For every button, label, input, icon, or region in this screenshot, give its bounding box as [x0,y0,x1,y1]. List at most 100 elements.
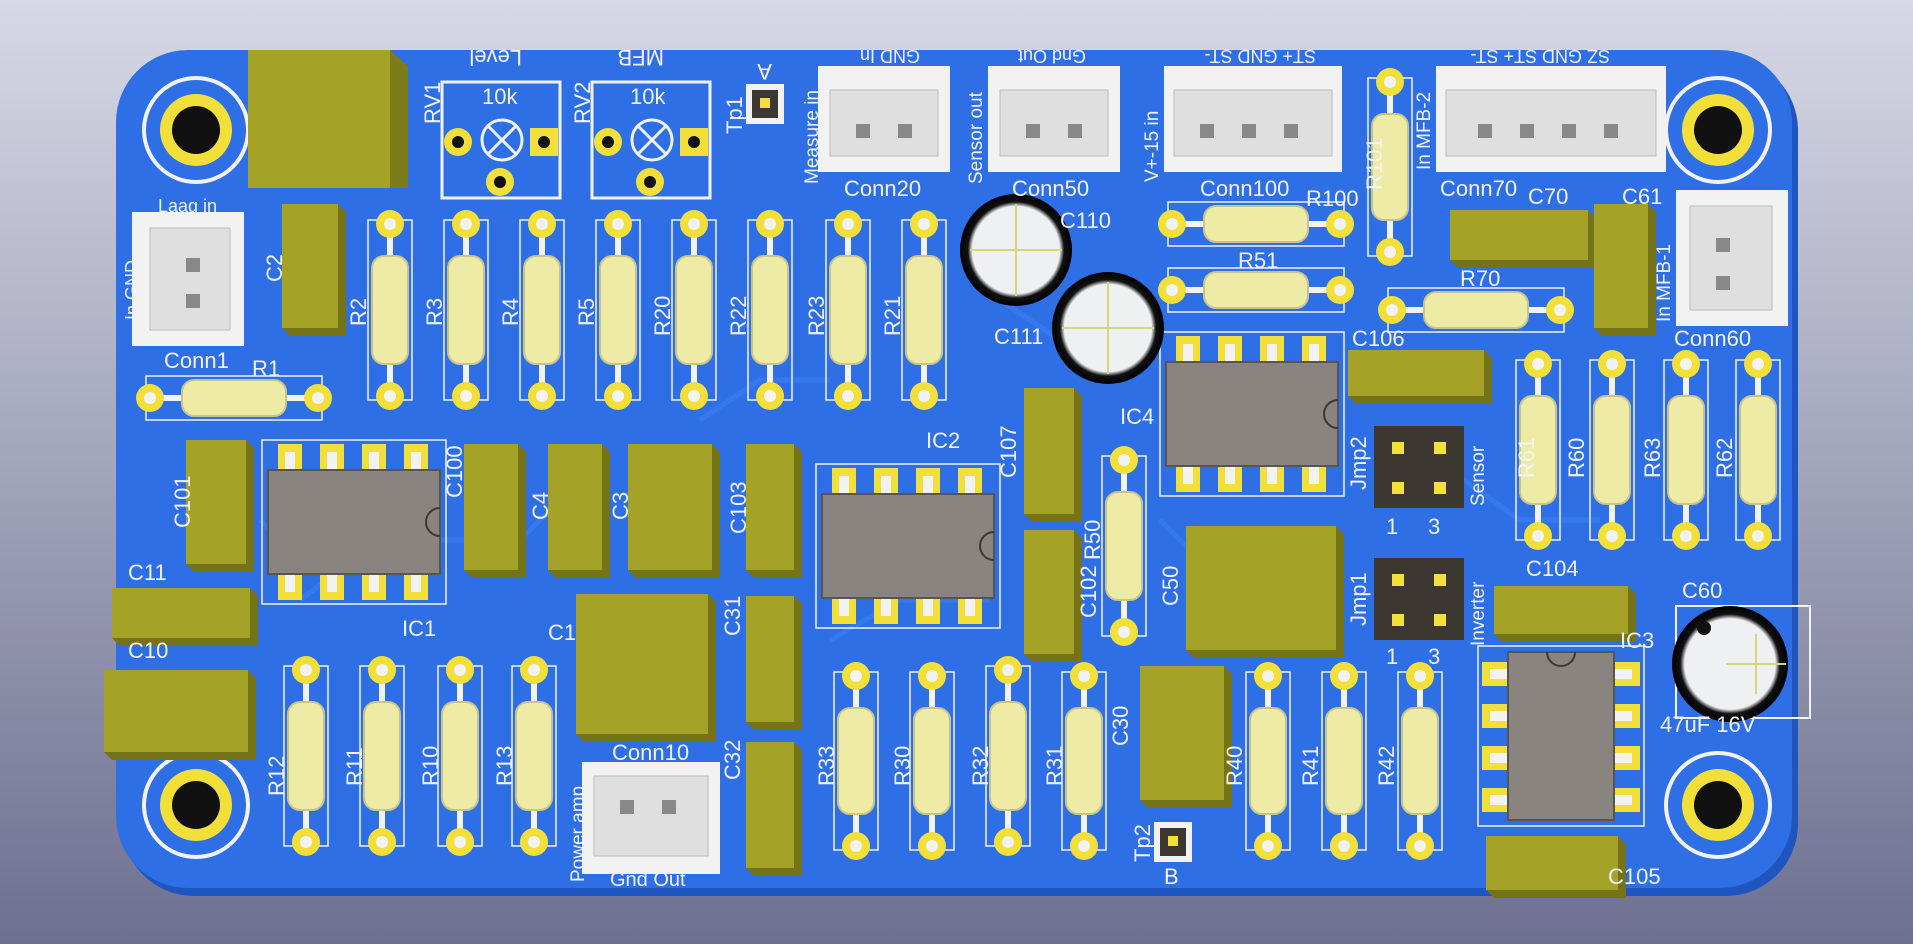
resistor-r61 [1515,350,1561,550]
capacitor-c104 [1494,586,1636,642]
label-conn20: Conn20 [844,176,921,201]
label-r23: R23 [804,296,829,336]
label-conn20-top: GND In [860,46,920,66]
test-points [746,84,1192,862]
capacitor-c50 [1186,526,1344,658]
connector-conn60 [1676,190,1788,326]
label-jmp2-pin3: 3 [1428,514,1440,539]
label-jmp2-side: Sensor [1468,445,1489,506]
label-jmp1: Jmp1 [1346,572,1371,626]
resistor-r20 [671,210,717,410]
label-r32: R32 [968,746,993,786]
capacitor-c106 [1348,350,1492,404]
label-c1: C1 [548,620,576,645]
label-ic1: IC1 [402,616,436,641]
jumper-headers [1374,426,1464,640]
label-conn70: Conn70 [1440,176,1517,201]
label-conn100: Conn100 [1200,176,1289,201]
connector-conn10 [582,762,720,874]
integrated-circuits [261,331,1645,827]
label-r13: R13 [492,746,517,786]
label-r1: R1 [252,356,280,381]
label-r2: R2 [346,298,371,326]
label-jmp1-side: Inverter [1468,581,1489,646]
resistor-r31 [1061,662,1107,860]
resistor-r51 [1158,267,1354,313]
capacitor-c102 [1024,530,1082,662]
ic-ic2 [815,463,1001,629]
resistor-r4 [519,210,565,410]
resistor-r101 [1367,68,1413,266]
label-c31: C31 [720,596,745,636]
label-c105: C105 [1608,864,1661,889]
label-r101: R101 [1362,137,1387,190]
label-c110: C110 [1060,208,1111,233]
resistor-r1 [136,375,332,421]
label-ic4: IC4 [1120,404,1154,429]
label-c3: C3 [608,492,633,520]
label-r11: R11 [342,747,367,786]
label-r51: R51 [1238,248,1278,273]
capacitor-c60 [1672,605,1811,722]
resistor-r11 [359,656,405,856]
label-r63: R63 [1640,438,1665,478]
label-conn60-side: In MFB-1 [1654,244,1675,322]
connector-conn70 [1436,66,1666,172]
label-r10: R10 [418,746,443,786]
capacitor-c10 [104,670,256,760]
capacitor-c1 [576,594,716,742]
potentiometer-pads [444,128,708,196]
capacitor-c107 [1024,388,1082,522]
resistors [136,68,1781,860]
label-r21: R21 [880,296,905,336]
label-tp1: Tp1 [722,96,747,134]
ic-ic4 [1159,331,1345,497]
capacitor-c110 [960,194,1072,306]
mounting-hole-bottom-left [142,751,250,859]
resistor-r100 [1158,201,1354,247]
label-r4: R4 [498,298,523,326]
capacitor-block-top-left [248,50,408,188]
resistor-r5 [595,210,641,410]
capacitor-c11 [112,588,258,646]
label-c11: C11 [128,560,167,585]
label-ic3: IC3 [1620,628,1654,653]
capacitor-c61 [1594,204,1656,336]
label-r22: R22 [726,296,751,336]
label-r70: R70 [1460,266,1500,291]
label-r50: R50 [1080,520,1105,560]
resistor-r60 [1589,350,1635,550]
label-r33: R33 [814,746,839,786]
capacitor-c32 [746,742,802,876]
label-c107: C107 [996,425,1021,478]
label-c10: C10 [128,638,168,663]
label-jmp2-pin1: 1 [1386,514,1398,539]
resistor-r13 [511,656,557,856]
capacitor-c100 [464,444,526,578]
connector-conn20 [818,66,950,172]
connectors [132,66,1788,874]
label-c2: C2 [262,254,287,282]
label-jmp1-pin3: 3 [1428,644,1440,669]
resistor-r23 [825,210,871,410]
label-r12: R12 [264,756,289,796]
label-c30: C30 [1108,706,1133,746]
resistor-r12 [283,656,329,856]
capacitor-c105 [1486,836,1626,898]
label-jmp1-pin1: 1 [1386,644,1398,669]
capacitor-c3 [628,444,720,578]
label-conn1-top: Laag in [158,196,217,216]
capacitor-c103 [746,444,802,578]
mounting-hole-bottom-right [1664,751,1772,859]
rv1-outline [440,80,562,200]
label-c100: C100 [442,445,467,498]
label-conn100-top: ST+ GND ST- [1204,46,1316,66]
label-rv2-title: MFB [618,45,664,70]
label-r100: R100 [1306,186,1359,211]
label-r5: R5 [574,298,599,326]
potentiometers [440,80,712,200]
resistor-r30 [909,662,955,860]
header-jmp2 [1374,426,1464,508]
label-c102: C102 [1076,565,1101,618]
resistor-r32 [985,656,1031,856]
